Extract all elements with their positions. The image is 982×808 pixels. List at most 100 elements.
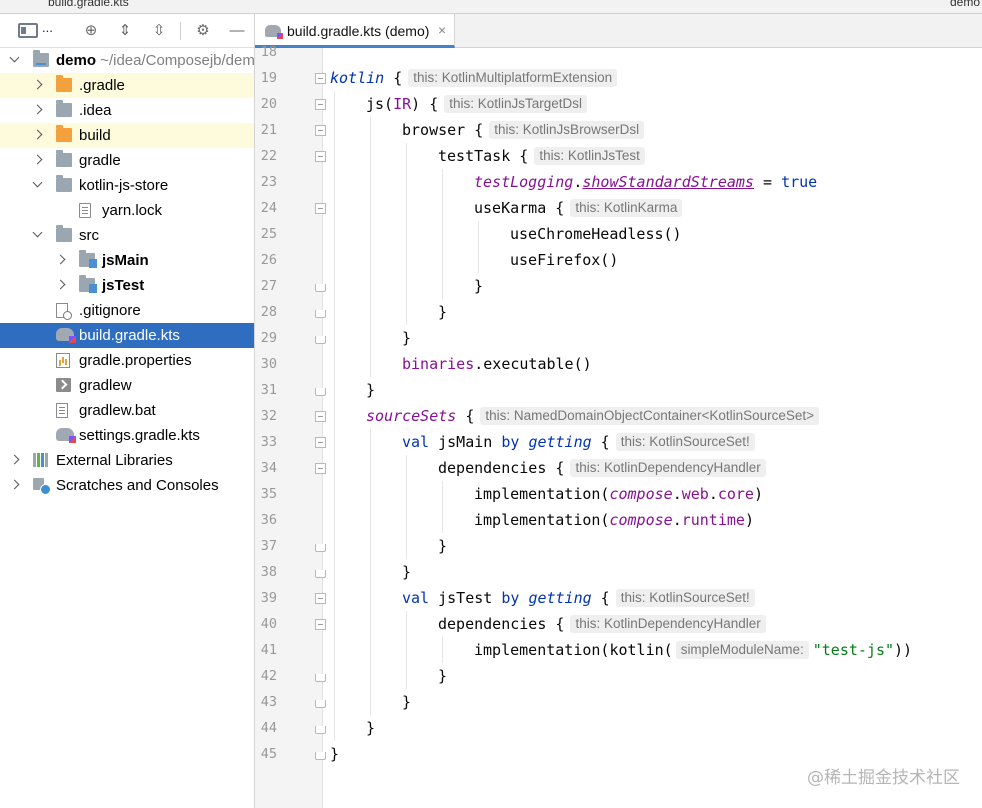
code-line[interactable]: dependencies {this: KotlinDependencyHand… [438, 611, 766, 637]
folder-icon [56, 225, 72, 242]
tree-item[interactable]: Scratches and Consoles [0, 473, 254, 498]
indent-guide [406, 455, 407, 559]
fold-marker-icon[interactable] [315, 73, 326, 84]
chevron-right-icon[interactable] [55, 280, 65, 290]
fold-end-icon[interactable] [315, 544, 326, 552]
chevron-right-icon[interactable] [32, 155, 42, 165]
code-token: } [366, 719, 376, 737]
fold-marker-icon[interactable] [315, 125, 326, 136]
tree-item[interactable]: build.gradle.kts [0, 323, 254, 348]
code-line[interactable]: sourceSets {this: NamedDomainObjectConta… [366, 403, 820, 429]
gear-icon[interactable]: ⚙ [196, 22, 210, 39]
tree-item[interactable]: gradle [0, 148, 254, 173]
close-icon[interactable]: × [438, 22, 447, 38]
code-line[interactable]: } [330, 741, 339, 767]
code-line[interactable]: val jsMain by getting {this: KotlinSourc… [402, 429, 755, 455]
code-line[interactable]: } [366, 377, 375, 403]
code-line[interactable]: } [402, 689, 411, 715]
fold-end-icon[interactable] [315, 310, 326, 318]
code-token: dependencies { [438, 459, 565, 477]
fold-end-icon[interactable] [315, 336, 326, 344]
code-line[interactable]: browser {this: KotlinJsBrowserDsl [402, 117, 645, 143]
gitignore-icon [56, 303, 72, 320]
fold-end-icon[interactable] [315, 284, 326, 292]
project-view-icon[interactable] [18, 23, 38, 38]
fold-marker-icon[interactable] [315, 203, 326, 214]
hide-panel-icon[interactable]: — [229, 22, 245, 39]
tree-item[interactable]: yarn.lock [0, 198, 254, 223]
fold-marker-icon[interactable] [315, 99, 326, 110]
chevron-right-icon[interactable] [32, 105, 42, 115]
code-line[interactable]: binaries.executable() [402, 351, 592, 377]
fold-marker-icon[interactable] [315, 463, 326, 474]
tree-item[interactable]: demo ~/idea/Composejb/demo [0, 48, 263, 73]
tree-item[interactable]: .gradle [0, 73, 254, 98]
tree-item[interactable]: kotlin-js-store [0, 173, 254, 198]
code-line[interactable]: js(IR) {this: KotlinJsTargetDsl [366, 91, 588, 117]
indent-guide [442, 481, 443, 533]
code-line[interactable]: val jsTest by getting {this: KotlinSourc… [402, 585, 755, 611]
code-line[interactable]: testLogging.showStandardStreams = true [474, 169, 817, 195]
fold-marker-icon[interactable] [315, 619, 326, 630]
code-line[interactable]: } [402, 559, 411, 585]
line-number: 21 [260, 122, 277, 138]
code-line[interactable]: testTask {this: KotlinJsTest [438, 143, 645, 169]
tree-item[interactable]: build [0, 123, 254, 148]
fold-marker-icon[interactable] [315, 437, 326, 448]
code-token: browser { [402, 121, 484, 139]
tab-build-gradle-kts[interactable]: build.gradle.kts (demo) × [255, 14, 455, 48]
fold-end-icon[interactable] [315, 752, 326, 760]
tree-item[interactable]: gradlew.bat [0, 398, 254, 423]
tree-item[interactable]: src [0, 223, 254, 248]
tree-item[interactable]: settings.gradle.kts [0, 423, 254, 448]
code-line[interactable]: dependencies {this: KotlinDependencyHand… [438, 455, 766, 481]
chevron-down-icon[interactable] [32, 180, 42, 190]
fold-end-icon[interactable] [315, 570, 326, 578]
chevron-right-icon[interactable] [9, 480, 19, 490]
fold-end-icon[interactable] [315, 674, 326, 682]
code-line[interactable]: } [402, 325, 411, 351]
tree-item[interactable]: jsMain [0, 248, 254, 273]
run-config-label[interactable]: demo [950, 0, 981, 9]
code-line[interactable]: } [474, 273, 483, 299]
chevron-right-icon[interactable] [32, 80, 42, 90]
tree-item[interactable]: gradlew [0, 373, 254, 398]
tree-item[interactable]: External Libraries [0, 448, 254, 473]
code-editor[interactable]: kotlin {this: KotlinMultiplatformExtensi… [323, 48, 982, 808]
code-line[interactable]: useFirefox() [510, 247, 618, 273]
chevron-down-icon[interactable] [32, 230, 42, 240]
code-line[interactable]: implementation(compose.runtime) [474, 507, 754, 533]
tree-item[interactable]: .gitignore [0, 298, 254, 323]
code-line[interactable]: } [438, 663, 447, 689]
chevron-right-icon[interactable] [32, 130, 42, 140]
code-line[interactable]: } [438, 533, 447, 559]
code-line[interactable]: kotlin {this: KotlinMultiplatformExtensi… [330, 65, 618, 91]
code-line[interactable]: } [366, 715, 375, 741]
code-line[interactable]: implementation(compose.web.core) [474, 481, 763, 507]
chevron-right-icon[interactable] [9, 455, 19, 465]
fold-marker-icon[interactable] [315, 593, 326, 604]
fold-end-icon[interactable] [315, 700, 326, 708]
fold-marker-icon[interactable] [315, 411, 326, 422]
chevron-right-icon[interactable] [55, 255, 65, 265]
code-token: sourceSets [366, 407, 457, 425]
collapse-all-icon[interactable]: ⇳ [152, 22, 166, 39]
fold-end-icon[interactable] [315, 726, 326, 734]
code-line[interactable]: implementation(kotlin(simpleModuleName:"… [474, 637, 912, 663]
code-line[interactable]: } [438, 299, 447, 325]
code-line[interactable]: useKarma {this: KotlinKarma [474, 195, 683, 221]
fold-end-icon[interactable] [315, 388, 326, 396]
project-view-selector[interactable]: ... [42, 20, 53, 35]
code-line[interactable]: useChromeHeadless() [510, 221, 682, 247]
fold-marker-icon[interactable] [315, 151, 326, 162]
line-number: 32 [260, 408, 277, 424]
chevron-down-icon[interactable] [9, 55, 19, 65]
tree-item-label: gradle.properties [79, 352, 192, 369]
tree-item[interactable]: .idea [0, 98, 254, 123]
expand-all-icon[interactable]: ⇕ [118, 22, 132, 39]
breadcrumb-file[interactable]: build.gradle.kts [48, 0, 129, 9]
locate-file-icon[interactable]: ⊕ [84, 22, 98, 39]
tree-item[interactable]: jsTest [0, 273, 254, 298]
tree-item[interactable]: gradle.properties [0, 348, 254, 373]
